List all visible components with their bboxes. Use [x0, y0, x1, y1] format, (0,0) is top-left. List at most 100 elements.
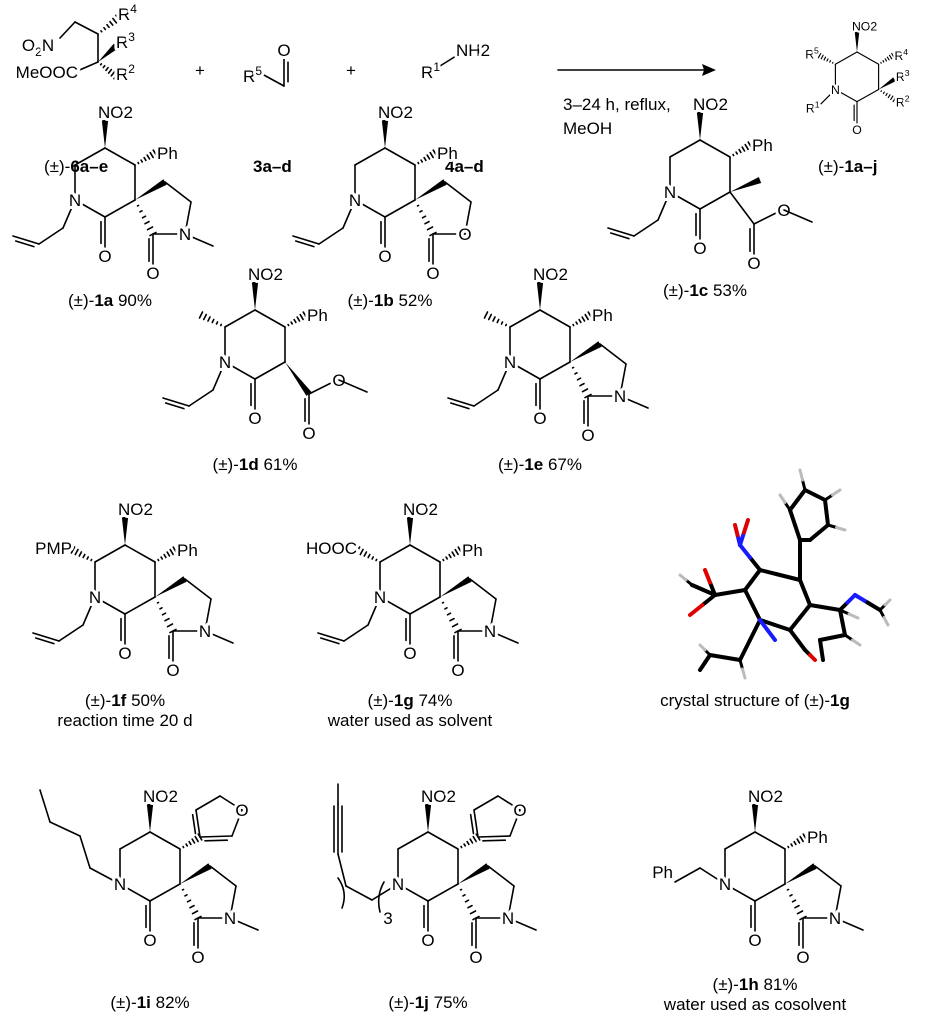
compound-caption: (±)-1e 67%: [498, 455, 582, 474]
ring-nitrogen-label: N: [114, 875, 126, 894]
ring-nitrogen-label: N: [219, 353, 231, 372]
compound-label-4: 4a–d: [445, 157, 484, 176]
furan-oxygen-label: O: [235, 801, 248, 820]
nitro-group-label: NO2: [693, 95, 728, 114]
nitro-group-label: NO2: [748, 787, 783, 806]
carbonyl-oxygen-label: O: [248, 409, 261, 428]
ester-label: MeOOC: [16, 63, 78, 82]
substituent-label: R4​: [894, 47, 908, 63]
amine-label: NH2: [456, 41, 490, 60]
r5-label: R5​: [243, 64, 262, 86]
compound-caption: (±)-1h 81%: [713, 975, 798, 994]
lactam-nitrogen-label: N: [502, 909, 514, 928]
compound-caption: (±)-1a 90%: [68, 291, 152, 310]
ring-nitrogen-label: N: [374, 588, 386, 607]
lactam-nitrogen-label: N: [179, 225, 191, 244]
repeat-count-label: 3: [383, 909, 392, 928]
compound-caption: (±)-1c 53%: [663, 281, 747, 300]
nitro-group-label: NO2: [98, 103, 133, 122]
compound-caption: (±)-1f 50%: [85, 691, 165, 710]
r1-label: R1​: [806, 99, 820, 115]
nitro-group-label: NO2: [421, 787, 456, 806]
carbonyl-oxygen-label: O: [421, 931, 434, 950]
substituent-label: PMP: [35, 539, 72, 558]
substituent-label: Ph: [752, 136, 773, 155]
substituent-label: Ph: [807, 828, 828, 847]
substituent-label: Ph: [177, 541, 198, 560]
r3-label: R3​: [116, 30, 135, 52]
ring-nitrogen-label: N: [392, 875, 404, 894]
carbonyl-oxygen-label: O: [533, 409, 546, 428]
crystal-structure-image: [678, 468, 892, 680]
compound-caption: (±)-1j 75%: [388, 993, 467, 1012]
reactant-aldehyde-3: O R5​: [240, 38, 294, 89]
compound-captions: (±)-1a 90% (±)-1b 52% (±)-1c 53% (±)-1d 61%…: [57, 281, 849, 1014]
lactam-nitrogen-label: N: [614, 387, 626, 406]
r2-label: R2​: [116, 62, 135, 84]
carbonyl-oxygen-label: O: [852, 123, 862, 137]
structures: O2​NR4​R3​R2​MeOOCOR5​R1​NH2NO2OR4​R3​R2…: [12, 0, 912, 970]
ring-nitrogen-label: N: [664, 183, 676, 202]
nitro-group-label: NO2: [533, 265, 568, 284]
nitro-group-label: NO2: [403, 500, 438, 519]
substituent-label: R5​: [805, 45, 819, 61]
r3-label: R3​: [896, 68, 910, 84]
substituent-label: Ph: [437, 144, 458, 163]
conditions-line-1: 3–24 h, reflux,: [563, 95, 671, 114]
carbonyl-oxygen-label: O: [403, 644, 416, 663]
r1-label: R1​: [421, 60, 440, 82]
nitro-group-label: NO2: [378, 103, 413, 122]
crystal-caption: crystal structure of (±)-1g: [660, 691, 850, 710]
compound-note: reaction time 20 d: [57, 711, 192, 730]
furan-oxygen-label: O: [513, 801, 526, 820]
reactant-amine-4: R1​ NH2: [418, 38, 493, 85]
substituent-label: HOOC: [306, 539, 357, 558]
compound-label-3: 3a–d: [253, 157, 292, 176]
lactam-oxygen-label: O: [469, 948, 482, 967]
ring-nitrogen-label: N: [89, 588, 101, 607]
r2-label: R2​: [896, 94, 910, 110]
compound-caption: (±)-1b 52%: [348, 291, 433, 310]
compound-label-1: (±)-1a–j: [818, 157, 877, 176]
carbonyl-oxygen-label: O: [693, 239, 706, 258]
scheme-header: + + 3–24 h, reflux, MeOH (±)-6a–e 3a–d 4…: [44, 61, 877, 176]
compound-note: water used as solvent: [327, 711, 493, 730]
lactam-nitrogen-label: N: [829, 909, 841, 928]
carbonyl-oxygen-label: O: [118, 644, 131, 663]
carbonyl-oxygen-label: O: [748, 931, 761, 950]
compound-caption: (±)-1d 61%: [213, 455, 298, 474]
nitro-group-label: NO2: [248, 265, 283, 284]
reaction-arrow: [557, 64, 716, 76]
ring-nitrogen-label: N: [504, 353, 516, 372]
carbonyl-oxygen-label: O: [378, 247, 391, 266]
lactam-oxygen-label: O: [166, 661, 179, 680]
ring-nitrogen-label: N: [69, 191, 81, 210]
lactam-nitrogen-label: N: [199, 622, 211, 641]
compound-caption: (±)-1g 74%: [368, 691, 453, 710]
lactam-nitrogen-label: N: [224, 909, 236, 928]
compound-caption: (±)-1i 82%: [110, 993, 189, 1012]
nitro-group-label: NO2: [143, 787, 178, 806]
substituent-label: Ph: [592, 306, 613, 325]
ester-oxygen-label: O: [302, 424, 315, 443]
oxygen-label: O: [277, 41, 290, 60]
carbonyl-oxygen-label: O: [98, 247, 111, 266]
conditions-line-2: MeOH: [563, 119, 612, 138]
ring-nitrogen-label: N: [719, 875, 731, 894]
lactam-oxygen-label: O: [146, 264, 159, 283]
substituent-label: Ph: [157, 144, 178, 163]
r4-label: R4​: [118, 2, 137, 24]
lactone-oxygen-label: O: [458, 225, 471, 244]
